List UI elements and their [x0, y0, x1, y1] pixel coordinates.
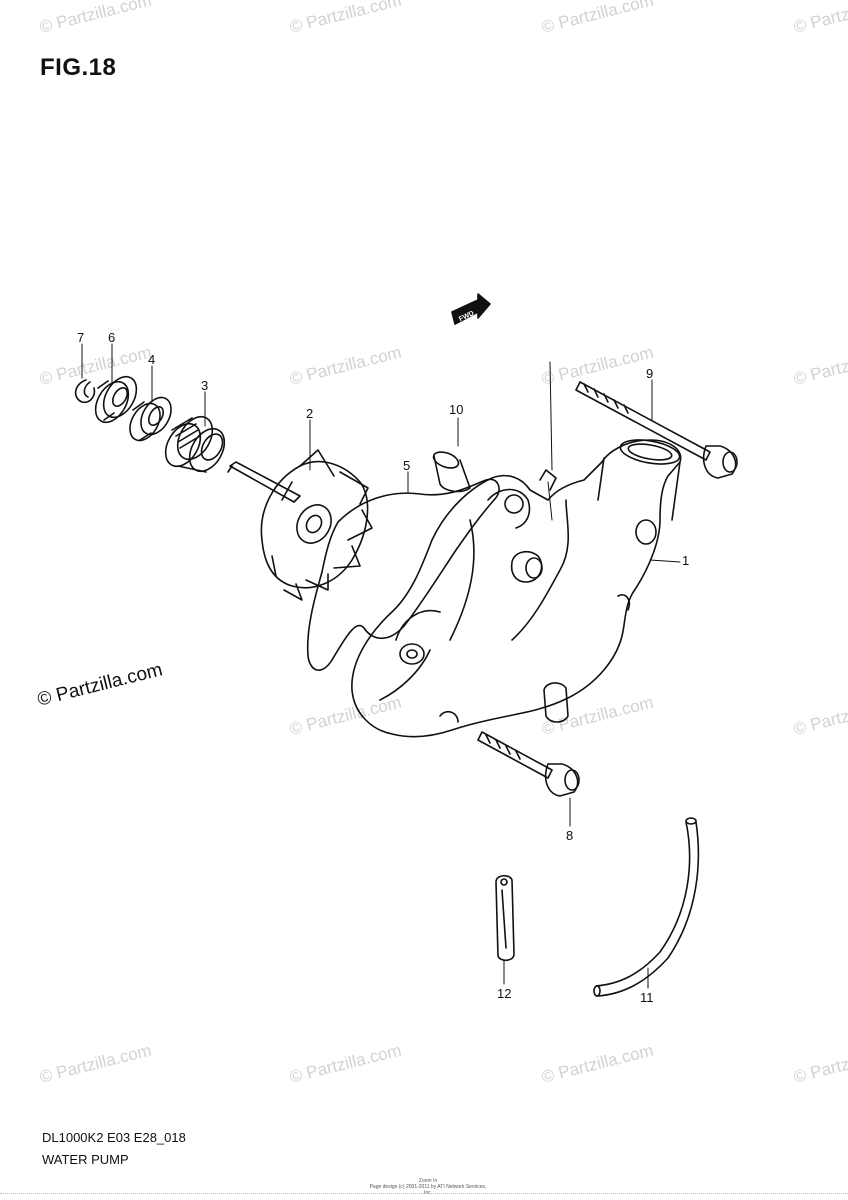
- leader-lines: [81, 343, 681, 989]
- part-2-impeller[interactable]: [227, 449, 373, 601]
- part-11-hose[interactable]: [593, 817, 700, 997]
- part-6-bearing[interactable]: [89, 371, 143, 428]
- part-3-mechanical-seal[interactable]: [159, 411, 232, 478]
- callout-10: 10: [449, 402, 464, 417]
- callout-5: 5: [403, 458, 411, 473]
- callout-8: 8: [566, 828, 574, 843]
- fwd-arrow-icon: FWD: [451, 293, 491, 325]
- callout-3: 3: [201, 378, 209, 393]
- footer-line-1: Zoom !n: [418, 1178, 438, 1184]
- callout-6: 6: [108, 330, 116, 345]
- part-10-dowel-pin[interactable]: [431, 449, 471, 493]
- part-1-water-pump-case[interactable]: [351, 436, 682, 738]
- part-5-o-ring[interactable]: [306, 478, 500, 671]
- callout-1: 1: [682, 553, 690, 568]
- part-7-circlip[interactable]: [74, 379, 96, 404]
- callout-4: 4: [148, 352, 156, 367]
- callout-2: 2: [306, 406, 314, 421]
- bottom-divider: [0, 1193, 848, 1195]
- figure-title: FIG.18: [40, 54, 117, 81]
- callout-12: 12: [497, 986, 512, 1001]
- part-8-bolt[interactable]: [477, 731, 580, 797]
- figure-subtitle: WATER PUMP: [42, 1152, 129, 1167]
- callout-11: 11: [640, 990, 654, 1005]
- callout-9: 9: [646, 366, 654, 381]
- part-4-bearing[interactable]: [124, 392, 178, 446]
- part-9-bolt[interactable]: [575, 381, 738, 479]
- model-code: DL1000K2 E03 E28_018: [42, 1130, 186, 1145]
- callout-7: 7: [77, 330, 85, 345]
- part-12-clamp[interactable]: [495, 874, 515, 962]
